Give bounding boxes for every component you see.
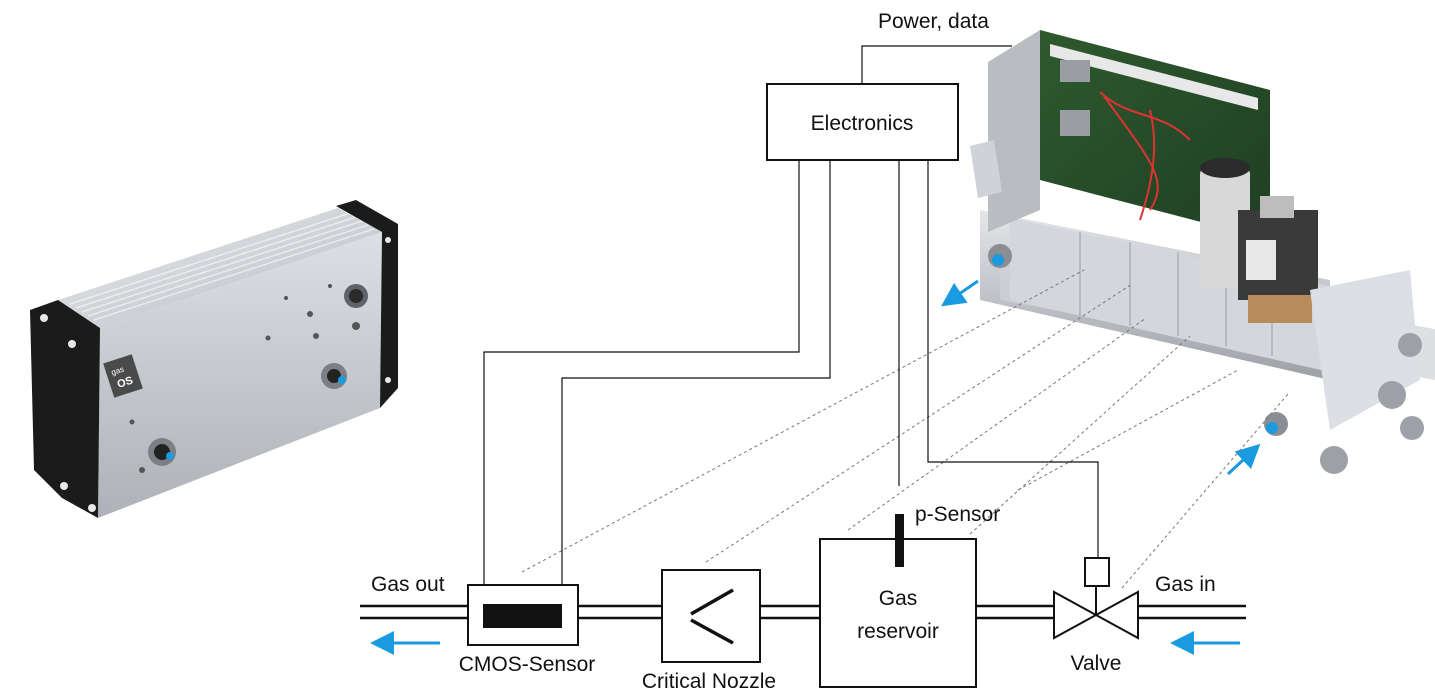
enclosure-device-illustration: gas OS xyxy=(30,200,398,518)
electronics-label: Electronics xyxy=(811,112,914,135)
valve-label: Valve xyxy=(1071,652,1122,675)
gasos-logo-text-2: OS xyxy=(116,375,135,391)
gas-out-label: Gas out xyxy=(371,573,445,596)
power-data-label: Power, data xyxy=(878,10,989,33)
enclosure-gas-fitting-right xyxy=(321,363,347,389)
enclosure-left-endcap xyxy=(30,300,100,518)
p-sensor-label: p-Sensor xyxy=(915,503,1000,526)
p-sensor-probe xyxy=(895,514,904,567)
device-fitting-bottom xyxy=(1264,412,1288,436)
leader-nozzle xyxy=(705,283,1133,563)
enclosure-mount-holes xyxy=(129,284,360,473)
enclosure-gas-fitting-lower xyxy=(148,438,176,466)
device-ethernet-port-1 xyxy=(1060,60,1090,82)
cmos-sensor-element xyxy=(483,604,562,628)
critical-nozzle-label: Critical Nozzle xyxy=(642,670,776,693)
device-side-plate xyxy=(988,30,1040,232)
valve-wire xyxy=(927,160,1099,558)
signal-wires xyxy=(483,45,1099,608)
valve-actuator xyxy=(1084,557,1110,587)
cmos-sensor-label: CMOS-Sensor xyxy=(459,653,596,676)
gas-reservoir-label-2: reservoir xyxy=(857,620,939,643)
critical-nozzle-box xyxy=(661,569,761,663)
enclosure-ribs xyxy=(69,212,375,321)
valve-symbol xyxy=(1053,557,1139,640)
device-red-wires xyxy=(1099,91,1191,221)
gasos-logo-badge xyxy=(103,354,143,398)
gasos-logo-text-1: gas xyxy=(110,365,125,378)
leader-valve xyxy=(1121,393,1289,589)
enclosure-top-face xyxy=(58,208,382,328)
cmos-wire-1 xyxy=(483,160,800,608)
device-fitting-left xyxy=(988,244,1012,268)
device-gas-in-arrow xyxy=(1226,443,1261,476)
nozzle-symbol xyxy=(690,588,734,645)
power-data-wire xyxy=(861,45,1012,84)
device-pressure-sensor xyxy=(1200,158,1250,288)
enclosure-screws xyxy=(40,237,391,512)
gas-reservoir-label-1: Gas xyxy=(879,587,918,610)
device-gas-out-arrow xyxy=(941,279,979,307)
leader-reservoir-1 xyxy=(847,317,1147,531)
enclosure-right-endcap xyxy=(336,200,398,408)
leader-reservoir-3 xyxy=(1017,369,1239,491)
device-end-bracket xyxy=(1310,270,1424,474)
device-ethernet-port-2 xyxy=(1060,110,1090,136)
leader-cmos xyxy=(521,269,1085,573)
leader-lines xyxy=(521,269,1289,589)
leader-reservoir-2 xyxy=(969,335,1191,535)
device-solenoid-valve xyxy=(1238,196,1318,323)
gas-pipeline xyxy=(360,604,1246,620)
device-lower-body xyxy=(1010,218,1330,372)
cmos-wire-2 xyxy=(561,160,831,608)
electronics-box xyxy=(766,83,959,161)
gas-in-label: Gas in xyxy=(1155,573,1216,596)
opened-device-illustration xyxy=(970,30,1435,474)
